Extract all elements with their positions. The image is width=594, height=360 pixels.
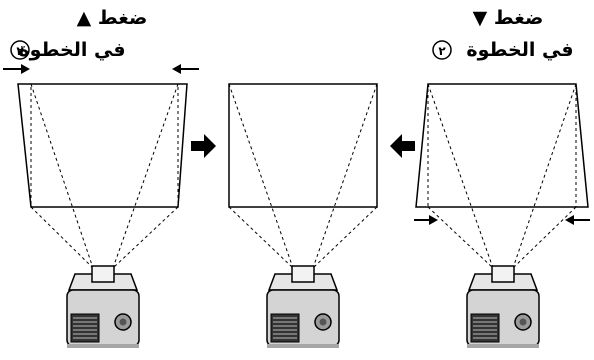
right-step-number: ٢ bbox=[438, 44, 446, 58]
left-label-line1: ضغط ▲ bbox=[77, 7, 148, 29]
left-screen bbox=[17, 83, 188, 269]
arrow-icon bbox=[172, 64, 199, 74]
arrow-icon bbox=[390, 134, 415, 158]
left-label-line2: في الخطوة bbox=[18, 39, 125, 61]
projector-icon bbox=[466, 265, 540, 349]
projector-icon bbox=[66, 265, 140, 349]
arrow-icon bbox=[191, 134, 216, 158]
left-step-number: ٢ bbox=[16, 44, 24, 58]
center-screen bbox=[228, 83, 378, 269]
right-arrows bbox=[414, 215, 590, 225]
left-label: ضغط ▲ في الخطوة ٢ bbox=[10, 7, 148, 61]
arrow-icon bbox=[414, 215, 438, 225]
left-arrows bbox=[3, 64, 199, 74]
arrow-icon bbox=[565, 215, 590, 225]
right-label-line1: ضغط ▼ bbox=[473, 7, 544, 29]
arrow-icon bbox=[3, 64, 30, 74]
right-label-line2: في الخطوة bbox=[466, 39, 573, 61]
projector-icon bbox=[266, 265, 340, 349]
right-screen bbox=[415, 83, 589, 269]
right-label: ضغط ▼ في الخطوة ٢ bbox=[432, 7, 574, 61]
